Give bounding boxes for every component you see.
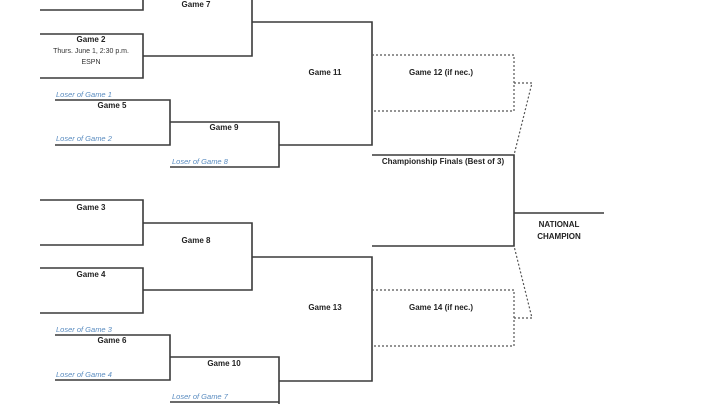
- champion-label-2: CHAMPION: [537, 232, 581, 241]
- loser-game-2: Loser of Game 2: [56, 134, 113, 143]
- loser-game-1: Loser of Game 1: [56, 90, 112, 99]
- loser-game-8: Loser of Game 8: [172, 157, 229, 166]
- game-1-slot: [40, 0, 144, 11]
- game-12-slot: [372, 54, 515, 112]
- loser-game-4: Loser of Game 4: [56, 370, 112, 379]
- game-11-slot: [252, 21, 373, 146]
- bracket-lines-top: [40, 0, 604, 247]
- game-3-label: Game 3: [77, 203, 106, 212]
- game-11-label: Game 11: [309, 68, 342, 77]
- game-10-slot: [170, 356, 280, 404]
- game-8-label: Game 8: [182, 236, 211, 245]
- game-5-label: Game 5: [98, 101, 127, 110]
- game-2-network: ESPN: [81, 59, 100, 66]
- game-7-label: Game 7: [182, 0, 211, 9]
- game-14-slot: [372, 289, 515, 347]
- game-4-label: Game 4: [77, 270, 106, 279]
- game-9-label: Game 9: [210, 123, 239, 132]
- game-14-connector: [513, 245, 533, 319]
- game-12-label: Game 12 (if nec.): [409, 68, 473, 77]
- championship-slot: [372, 154, 515, 247]
- game-2-date: Thurs. June 1, 2:30 p.m.: [53, 48, 129, 55]
- game-13-slot: [252, 256, 373, 382]
- champion-label-1: NATIONAL: [539, 220, 580, 229]
- game-14-label: Game 14 (if nec.): [409, 303, 473, 312]
- loser-game-7: Loser of Game 7: [172, 392, 229, 401]
- game-2-label: Game 2: [77, 35, 106, 44]
- game-12-connector: [513, 82, 533, 156]
- game-9-slot: [170, 121, 280, 168]
- game-6-label: Game 6: [98, 336, 127, 345]
- championship-label: Championship Finals (Best of 3): [382, 157, 505, 166]
- bracket-lines-bottom: [40, 199, 533, 404]
- game-10-label: Game 10: [207, 359, 241, 368]
- game-8-slot: [143, 222, 253, 291]
- game-7-slot: [143, 0, 253, 57]
- game-13-label: Game 13: [308, 303, 342, 312]
- loser-game-3: Loser of Game 3: [56, 325, 113, 334]
